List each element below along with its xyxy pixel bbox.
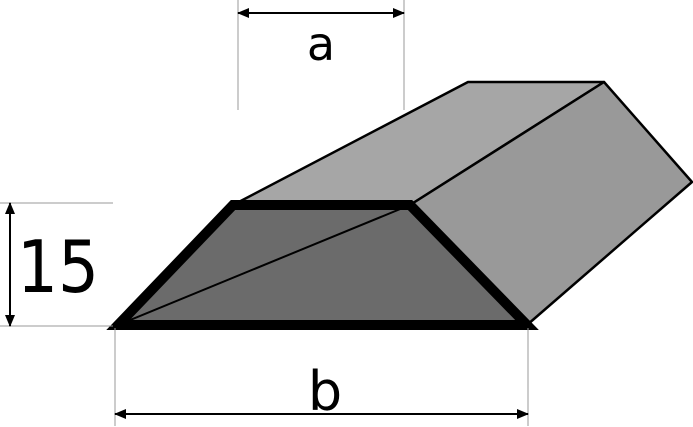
dimension-a: a [237, 0, 405, 110]
profile-shape [106, 80, 693, 330]
dimension-b-label: b [308, 360, 342, 423]
dimension-a-label: a [307, 17, 335, 71]
dimension-height-label: 15 [17, 225, 99, 309]
profile-inner-face [118, 205, 527, 325]
trapezoid-outline [106, 200, 539, 330]
dimension-height: 15 [0, 202, 113, 327]
inner-diagonal-edge [117, 204, 411, 326]
dimension-b: b [114, 328, 529, 426]
